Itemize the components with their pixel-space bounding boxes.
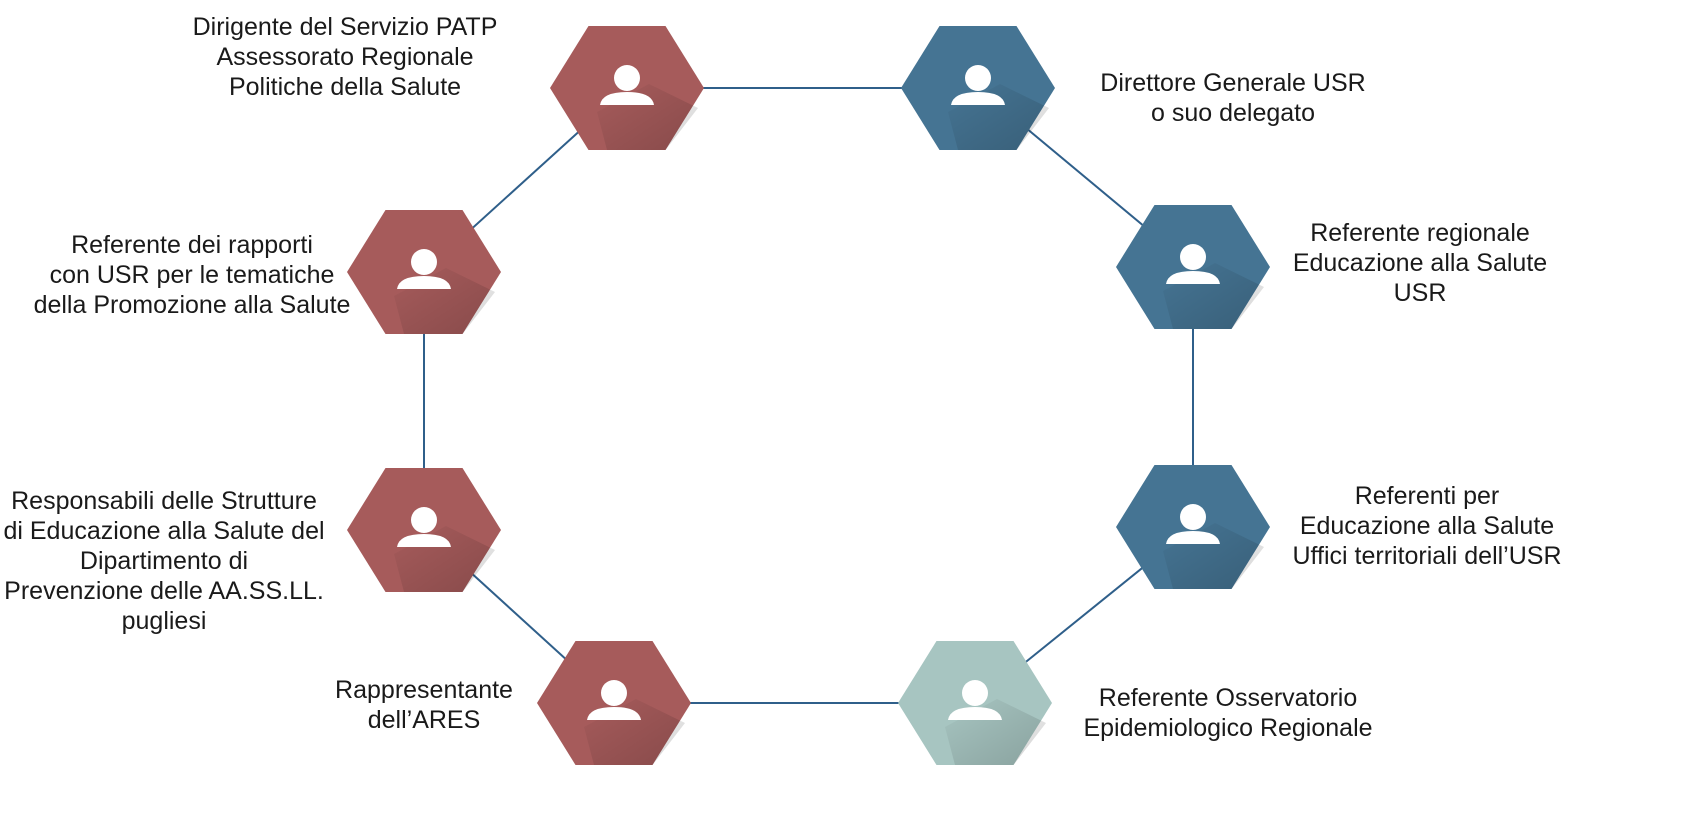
person-icon	[1166, 244, 1220, 284]
label-line: Referente Osservatorio	[1098, 684, 1358, 712]
person-icon	[397, 507, 451, 547]
hexagon-node-responsabili-strutture	[347, 468, 501, 592]
label-line: dell’ARES	[367, 706, 481, 734]
label-line: Direttore Generale USR	[1100, 69, 1366, 97]
label-line: Referenti per	[1354, 482, 1500, 510]
label-line: o suo delegato	[1150, 99, 1316, 127]
label-line: di Educazione alla Salute del	[3, 517, 325, 545]
hexagon-node-referente-rapporti-usr	[347, 210, 501, 334]
label-line: Epidemiologico Regionale	[1083, 714, 1373, 742]
person-icon	[951, 65, 1005, 105]
person-icon	[1166, 504, 1220, 544]
person-icon	[948, 680, 1002, 720]
label-line: Prevenzione delle AA.SS.LL.	[4, 577, 324, 605]
label-line: Dirigente del Servizio PATP	[192, 13, 498, 41]
label-line: Referente regionale	[1310, 219, 1530, 247]
hexagon-node-referenti-uffici-territoriali	[1116, 465, 1270, 589]
label-line: Politiche della Salute	[228, 73, 462, 101]
hexagon-node-referente-osservatorio	[898, 641, 1052, 765]
hexagon-node-direttore-usr	[901, 26, 1055, 150]
person-icon	[397, 249, 451, 289]
label-line: Responsabili delle Strutture	[11, 487, 317, 515]
label-line: Assessorato Regionale	[216, 43, 474, 71]
label-line: Educazione alla Salute	[1299, 512, 1555, 540]
label-line: Referente dei rapporti	[71, 231, 313, 259]
label-line: Educazione alla Salute	[1292, 249, 1548, 277]
hexagon-node-referente-regionale-usr	[1116, 205, 1270, 329]
person-icon	[600, 65, 654, 105]
hexagon-nodes	[347, 26, 1270, 765]
connector-lines	[423, 87, 1194, 704]
label-line: della Promozione alla Salute	[33, 291, 351, 319]
label-line: Uffici territoriali dell’USR	[1292, 542, 1562, 570]
hexagon-node-rappresentante-ares	[537, 641, 691, 765]
label-line: Dipartimento di	[79, 547, 249, 575]
person-icon	[587, 680, 641, 720]
label-line: pugliesi	[121, 607, 207, 635]
label-line: con USR per le tematiche	[49, 261, 335, 289]
label-line: Rappresentante	[335, 676, 513, 704]
hexagon-node-dirigente-patp	[550, 26, 704, 150]
label-line: USR	[1393, 279, 1447, 307]
